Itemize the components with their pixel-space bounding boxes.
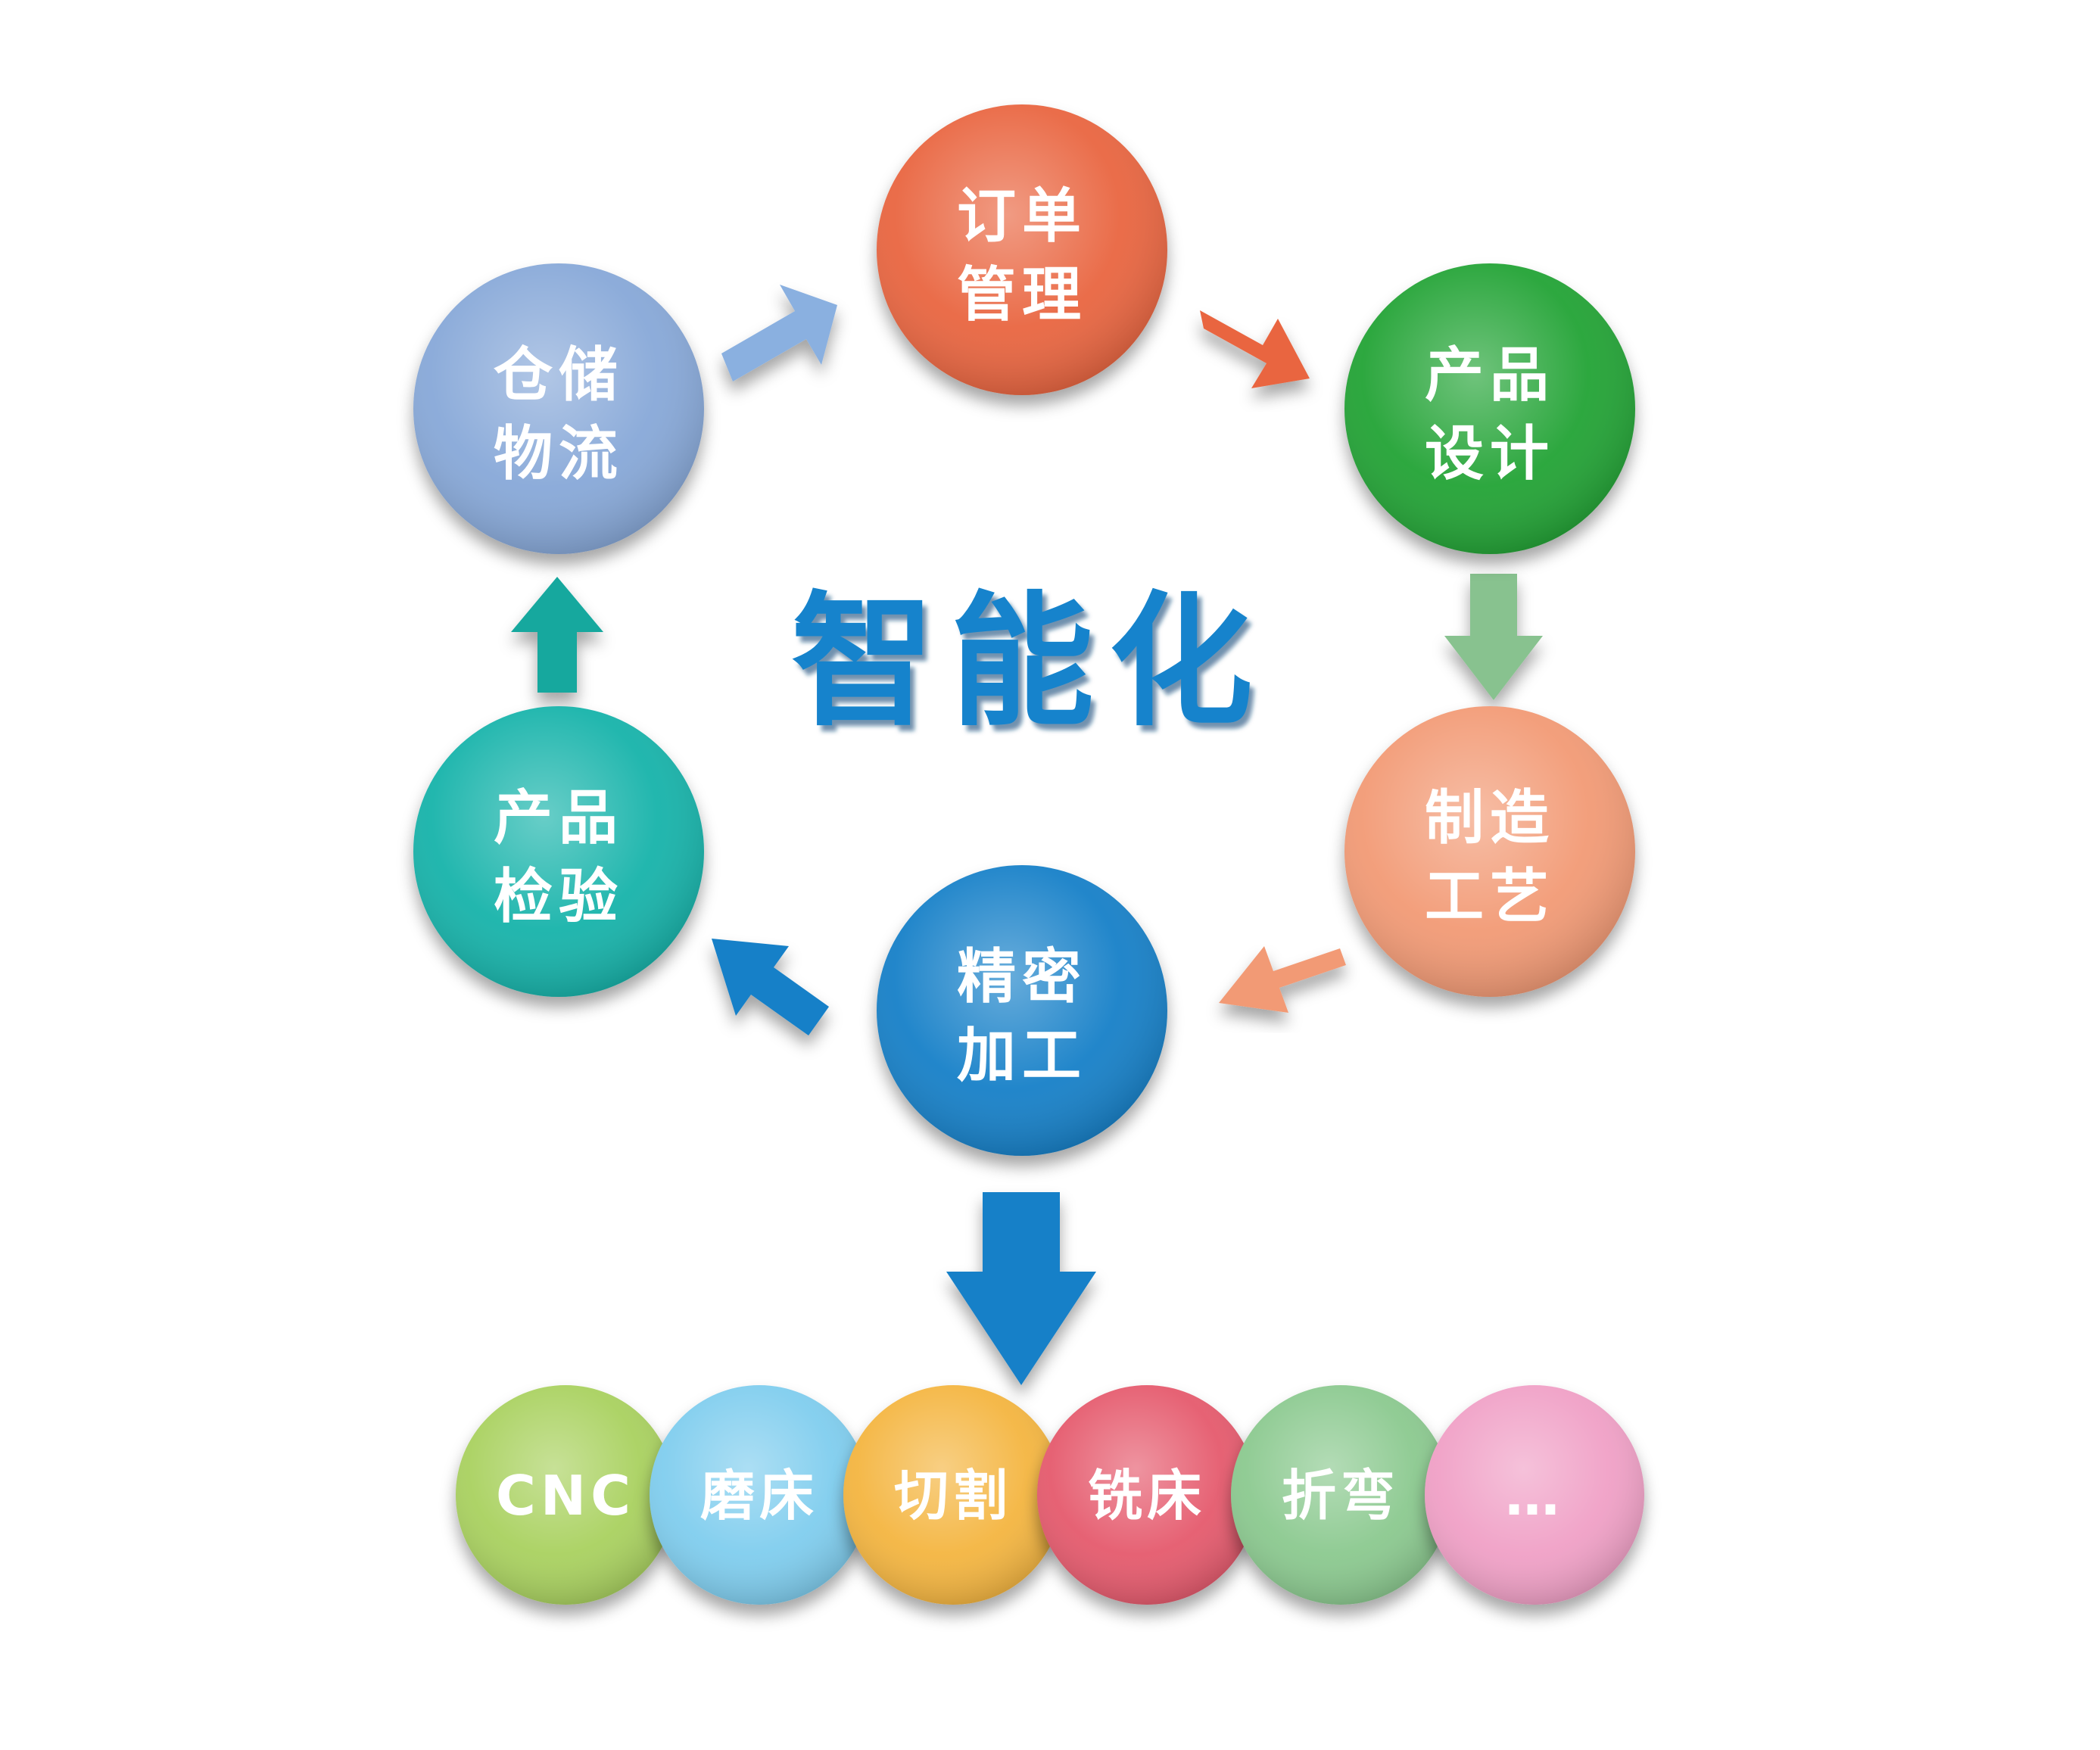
chip-shine xyxy=(843,1385,1063,1605)
node-shine xyxy=(413,706,704,997)
cycle-arrows xyxy=(511,285,1543,1385)
chip-label: 铣床 xyxy=(1088,1464,1206,1527)
node-shine xyxy=(1344,263,1635,554)
center-label: 智能化 xyxy=(791,578,1268,746)
equipment-chip: CNC xyxy=(456,1385,675,1605)
equipment-chip: 铣床 xyxy=(1037,1385,1257,1605)
node-shine xyxy=(413,263,704,554)
chip-label: 磨床 xyxy=(700,1464,818,1527)
chip-shine xyxy=(1037,1385,1257,1605)
node-label-line2: 工艺 xyxy=(1425,863,1555,931)
chip-label: CNC xyxy=(496,1464,635,1527)
equipment-row: CNC 磨床 切割 铣床 折弯 … xyxy=(456,1385,1644,1605)
equipment-chip: … xyxy=(1425,1385,1644,1605)
arrow-machining-to-inspection xyxy=(712,939,829,1035)
equipment-chip: 切割 xyxy=(843,1385,1063,1605)
node-label-line2: 物流 xyxy=(494,420,624,488)
node-shine xyxy=(877,104,1167,395)
node-shine xyxy=(1344,706,1635,997)
chip-shine xyxy=(650,1385,869,1605)
node-label-line2: 检验 xyxy=(494,863,624,931)
arrow-order-to-design xyxy=(1200,310,1310,388)
chip-label: … xyxy=(1505,1464,1564,1527)
chip-shine xyxy=(1231,1385,1450,1605)
node-label-line2: 管理 xyxy=(957,261,1087,329)
node-label-line2: 设计 xyxy=(1425,420,1555,488)
chip-shine xyxy=(1425,1385,1644,1605)
node-shine xyxy=(877,865,1167,1156)
chip-shine xyxy=(456,1385,675,1605)
node-label-line1: 精密 xyxy=(957,943,1087,1011)
arrow-machining-to-equipment xyxy=(946,1192,1096,1385)
node-label-line1: 产品 xyxy=(494,784,624,852)
node-label-line1: 产品 xyxy=(1425,341,1555,409)
equipment-chip: 磨床 xyxy=(650,1385,869,1605)
node-label-line1: 制造 xyxy=(1425,784,1555,852)
node-label-line2: 加工 xyxy=(957,1022,1087,1090)
arrow-warehouse-to-order xyxy=(721,285,837,381)
chip-label: 切割 xyxy=(894,1464,1012,1527)
arrow-inspection-to-warehouse xyxy=(511,577,603,693)
arrow-design-to-process xyxy=(1444,574,1543,700)
equipment-chip: 折弯 xyxy=(1231,1385,1450,1605)
node-label-line1: 订单 xyxy=(957,182,1087,251)
chip-label: 折弯 xyxy=(1282,1464,1400,1527)
node-label-line1: 仓储 xyxy=(494,341,624,409)
arrow-process-to-machining xyxy=(1219,946,1346,1013)
